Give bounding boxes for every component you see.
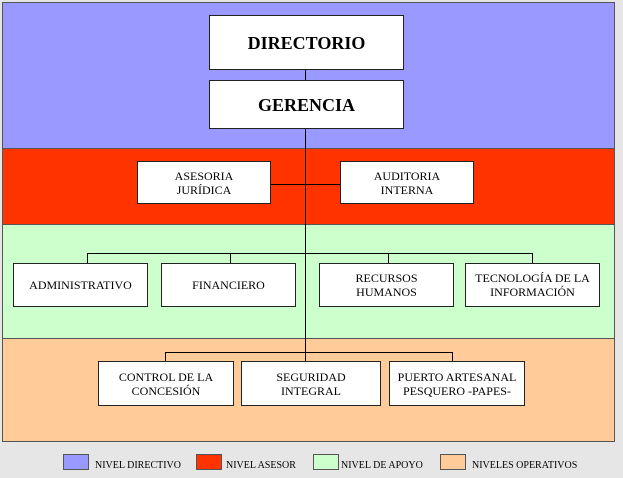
- puerto-drop: [452, 352, 453, 361]
- legend-label-directivo: NIVEL DIRECTIVO: [95, 460, 182, 471]
- recursos-drop: [388, 253, 389, 263]
- operativo-horizontal-connector: [165, 352, 453, 353]
- node-financiero: FINANCIERO: [161, 263, 296, 307]
- financiero-drop: [230, 253, 231, 263]
- legend-swatch-asesor: [196, 454, 222, 470]
- apoyo-horizontal-connector: [87, 253, 533, 254]
- node-administrativo: ADMINISTRATIVO: [13, 263, 148, 307]
- node-asesoria-juridica: ASESORIA JURÍDICA: [137, 161, 271, 204]
- node-tecnologia-informacion: TECNOLOGÍA DE LA INFORMACIÓN: [465, 263, 600, 307]
- node-gerencia: GERENCIA: [209, 80, 404, 129]
- node-auditoria-interna: AUDITORIA INTERNA: [340, 161, 474, 204]
- node-puerto-artesanal: PUERTO ARTESANAL PESQUERO -PAPES-: [389, 361, 525, 406]
- legend-label-asesor: NIVEL ASESOR: [226, 460, 296, 471]
- control-drop: [165, 352, 166, 361]
- legend-label-operativos: NIVELES OPERATIVOS: [472, 460, 578, 471]
- tecnologia-drop: [532, 253, 533, 263]
- legend-swatch-operativos: [440, 454, 466, 470]
- legend-swatch-directivo: [63, 454, 89, 470]
- administrativo-drop: [87, 253, 88, 263]
- asesor-horizontal-connector: [270, 184, 341, 185]
- node-directorio: DIRECTORIO: [209, 15, 404, 70]
- legend-swatch-apoyo: [313, 454, 339, 470]
- main-vertical-connector: [305, 69, 306, 361]
- node-control-concesion: CONTROL DE LA CONCESIÓN: [98, 361, 234, 406]
- legend-label-apoyo: NIVEL DE APOYO: [341, 460, 423, 471]
- node-seguridad-integral: SEGURIDAD INTEGRAL: [241, 361, 381, 406]
- band-nivel-asesor: [2, 148, 615, 225]
- legend: NIVEL DIRECTIVO NIVEL ASESOR NIVEL DE AP…: [0, 444, 623, 478]
- node-recursos-humanos: RECURSOS HUMANOS: [319, 263, 454, 307]
